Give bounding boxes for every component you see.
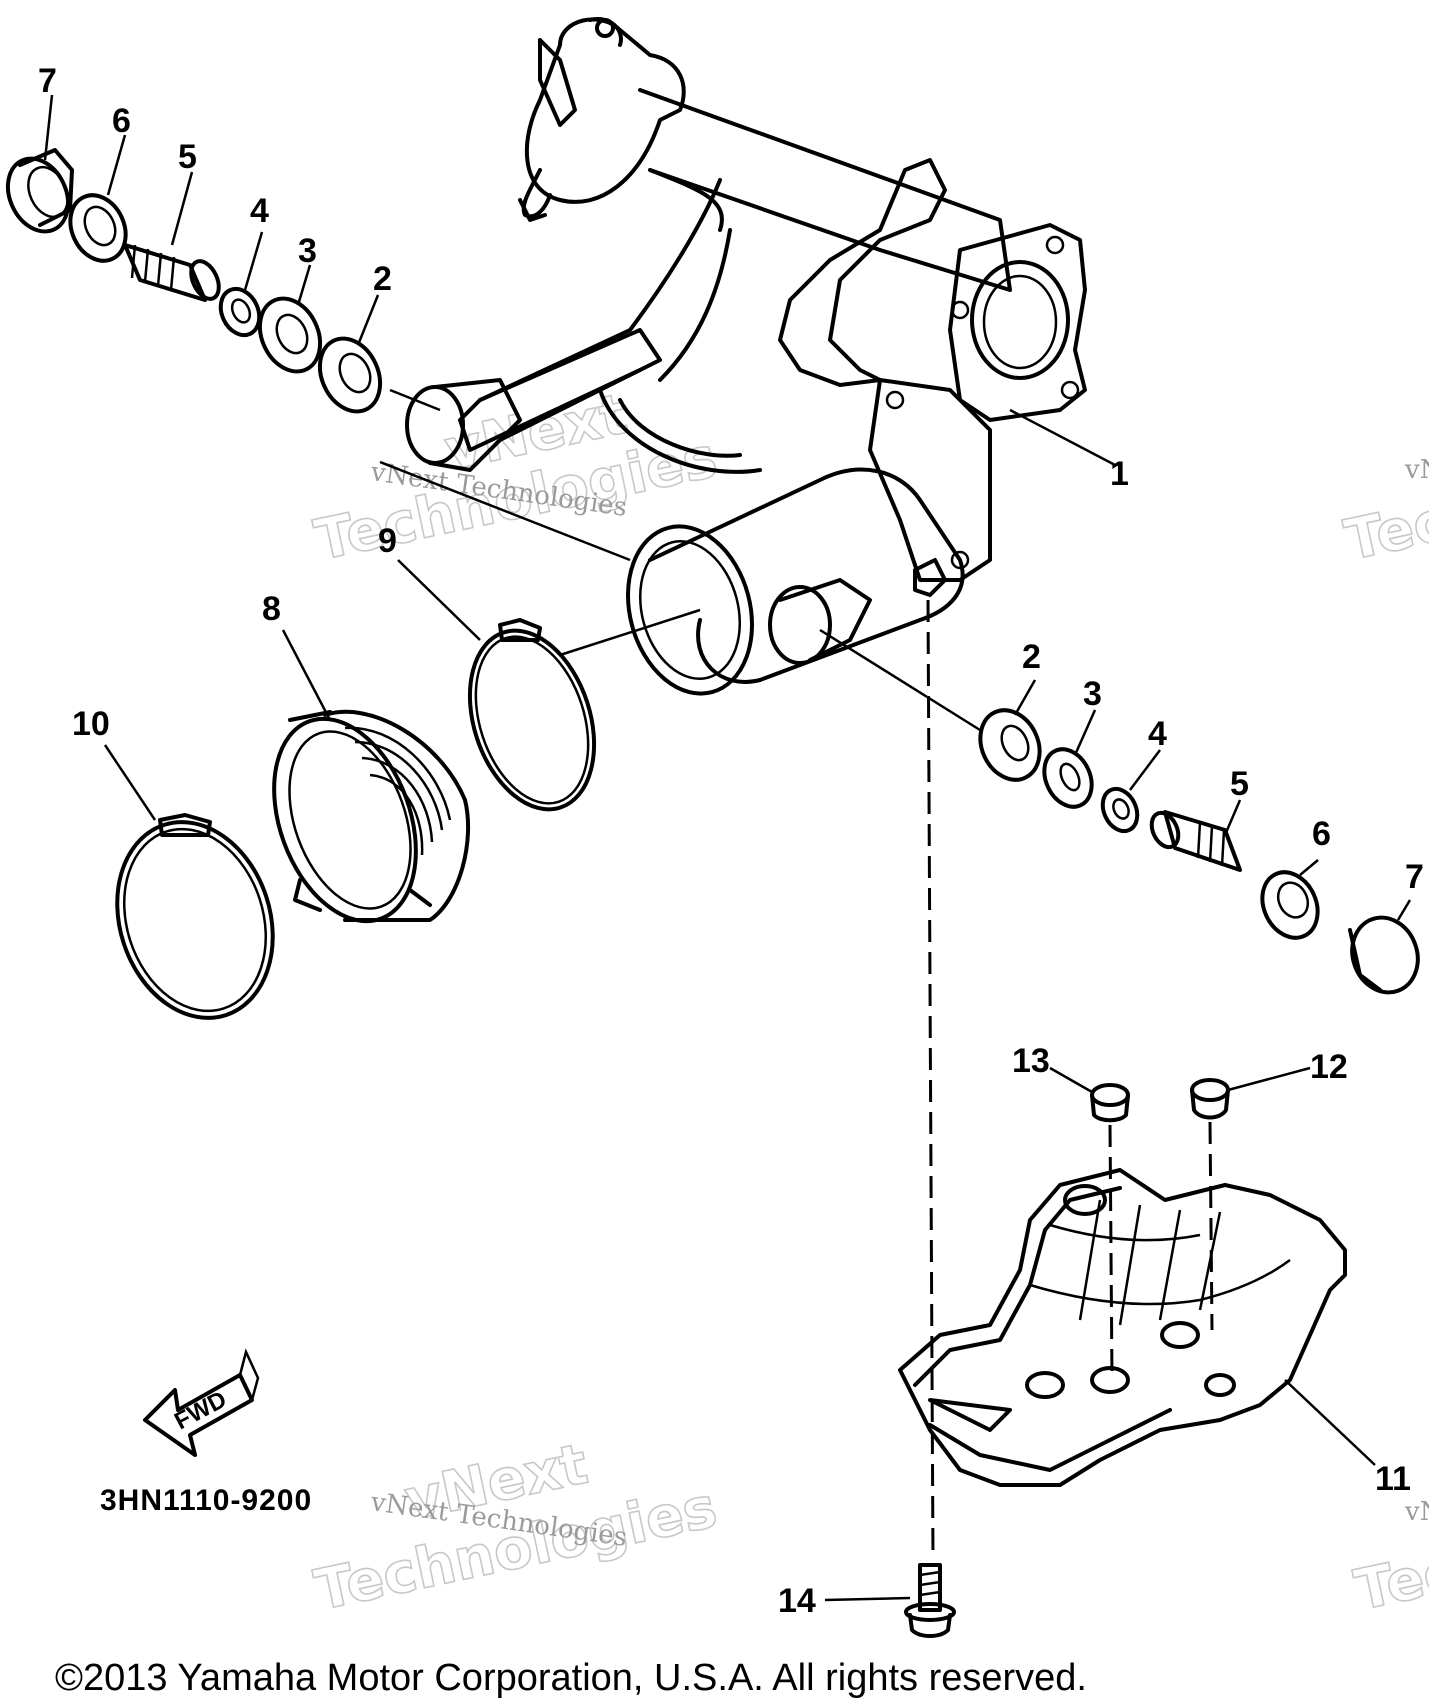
part-3-seal-left [257, 296, 323, 374]
part-6-nut-left [68, 193, 128, 263]
centerline-bolt-14 [926, 599, 935, 1561]
diagram-code: 3HN1110-9200 [100, 1484, 312, 1517]
centerline-plug-12 [1208, 1121, 1214, 1331]
callout-7-right: 7 [1405, 858, 1424, 896]
callout-4-right: 4 [1148, 715, 1167, 753]
part-2-bearing-left [317, 336, 383, 414]
callout-13: 13 [1012, 1042, 1050, 1080]
watermark-edge-small-2: vNext Technologies [1404, 1497, 1429, 1527]
callout-2-left: 2 [373, 260, 392, 298]
callout-5-right: 5 [1230, 765, 1249, 803]
part-12-plug [1190, 1078, 1230, 1120]
part-3-seal-right [1042, 747, 1094, 809]
callout-8: 8 [262, 590, 281, 628]
fwd-arrow: FWD [143, 1348, 260, 1457]
callout-3-right: 3 [1083, 675, 1102, 713]
part-5-pivot-shaft-right [1149, 810, 1242, 872]
callout-7-left: 7 [38, 62, 57, 100]
callout-11: 11 [1375, 1460, 1411, 1498]
callout-1: 1 [1110, 455, 1129, 493]
callout-2-right: 2 [1022, 638, 1041, 676]
part-14-bolt [904, 1563, 956, 1638]
part-7-cap-left [5, 148, 74, 234]
watermark-bottom: vNext Technologies vNext Technologies [309, 1431, 724, 1624]
part-7-cap-right [1348, 915, 1420, 995]
fwd-arrow-icon [143, 1373, 254, 1457]
watermark-edge-1: Technologies [1339, 425, 1429, 573]
callout-14: 14 [778, 1582, 816, 1620]
callout-numbers: 1 2 3 4 5 6 7 2 3 4 5 6 7 8 9 10 11 12 1… [38, 62, 1424, 1620]
part-10-clamp [115, 813, 275, 1020]
callout-3-left: 3 [298, 232, 317, 270]
part-1-frame [405, 17, 1087, 696]
callout-9: 9 [378, 522, 397, 560]
callout-6-right: 6 [1312, 815, 1331, 853]
callout-12: 12 [1310, 1048, 1348, 1086]
part-11-skid-plate [898, 1168, 1347, 1487]
part-13-plug [1090, 1083, 1130, 1123]
callout-6-left: 6 [112, 102, 131, 140]
part-9-clamp [467, 618, 597, 812]
callout-5-left: 5 [178, 138, 197, 176]
leader-lines [43, 94, 1412, 1602]
watermark-edge-small-1: vNext Technologies [1404, 455, 1429, 485]
part-6-nut-right [1260, 870, 1320, 940]
part-4-washer-right [1100, 786, 1140, 834]
centerline-plug-13 [1108, 1124, 1114, 1381]
part-4-washer-left [218, 286, 262, 338]
part-2-bearing-right [978, 708, 1042, 782]
callout-4-left: 4 [250, 192, 269, 230]
callout-10: 10 [72, 705, 110, 743]
part-8-boot [272, 709, 470, 924]
part-5-pivot-shaft-left [123, 243, 221, 302]
copyright-notice: ©2013 Yamaha Motor Corporation, U.S.A. A… [55, 1657, 1087, 1699]
